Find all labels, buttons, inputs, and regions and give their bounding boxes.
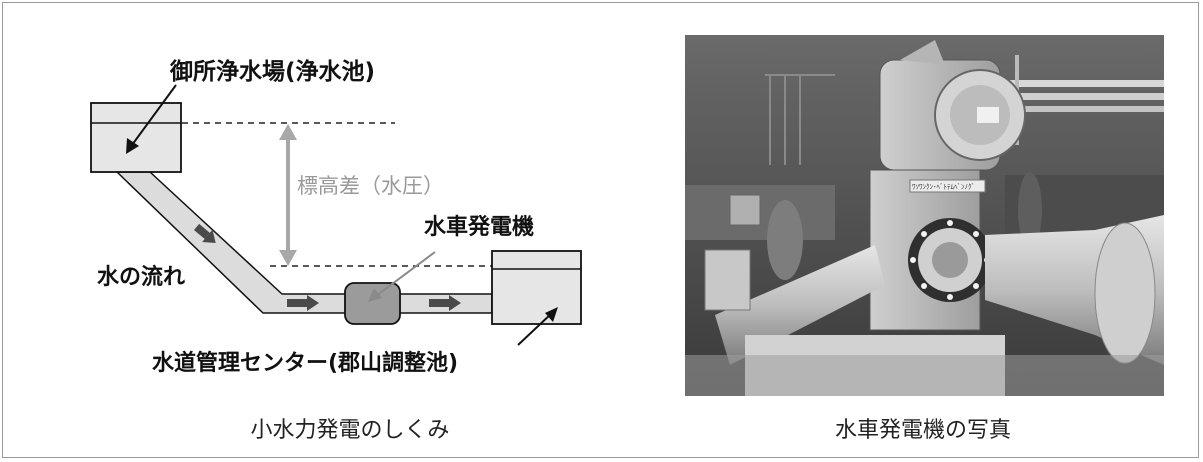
elevation-double-arrow [279, 124, 297, 266]
lower-reservoir-label: 水道管理センター(郡山調整池) [152, 350, 458, 376]
generator-pointer [368, 251, 436, 302]
upper-reservoir-label: 御所浄水場(浄水池) [169, 58, 375, 85]
generator-label: 水車発電機 [424, 215, 534, 240]
upper-reservoir [90, 102, 182, 173]
lower-reservoir-pointer [517, 307, 558, 346]
flow-label: 水の流れ [97, 264, 185, 290]
generator-photo: ﾜｿﾜﾝｸﾝ･ﾍﾞﾄﾃﾑﾍﾞﾝﾉｸﾞ [685, 35, 1164, 396]
flow-arrow-2 [429, 295, 461, 311]
hydropower-diagram: 御所浄水場(浄水池) 標高差（水圧） 水車発電機 水の流れ 水道管理センター(郡… [90, 58, 582, 376]
lower-reservoir [491, 250, 582, 325]
nameplate-text: ﾜｿﾜﾝｸﾝ･ﾍﾞﾄﾃﾑﾍﾞﾝﾉｸﾞ [912, 183, 975, 191]
flow-arrow-diagonal [194, 223, 216, 243]
elevation-label: 標高差（水圧） [297, 174, 444, 198]
diagram-caption: 小水力発電のしくみ [250, 418, 450, 443]
flow-arrow-1 [287, 295, 319, 311]
upper-reservoir-pointer [126, 84, 177, 154]
generator-box [344, 282, 401, 325]
generator-photo-art: ﾜｿﾜﾝｸﾝ･ﾍﾞﾄﾃﾑﾍﾞﾝﾉｸﾞ [685, 35, 1164, 396]
photo-caption: 水車発電機の写真 [834, 418, 1011, 443]
